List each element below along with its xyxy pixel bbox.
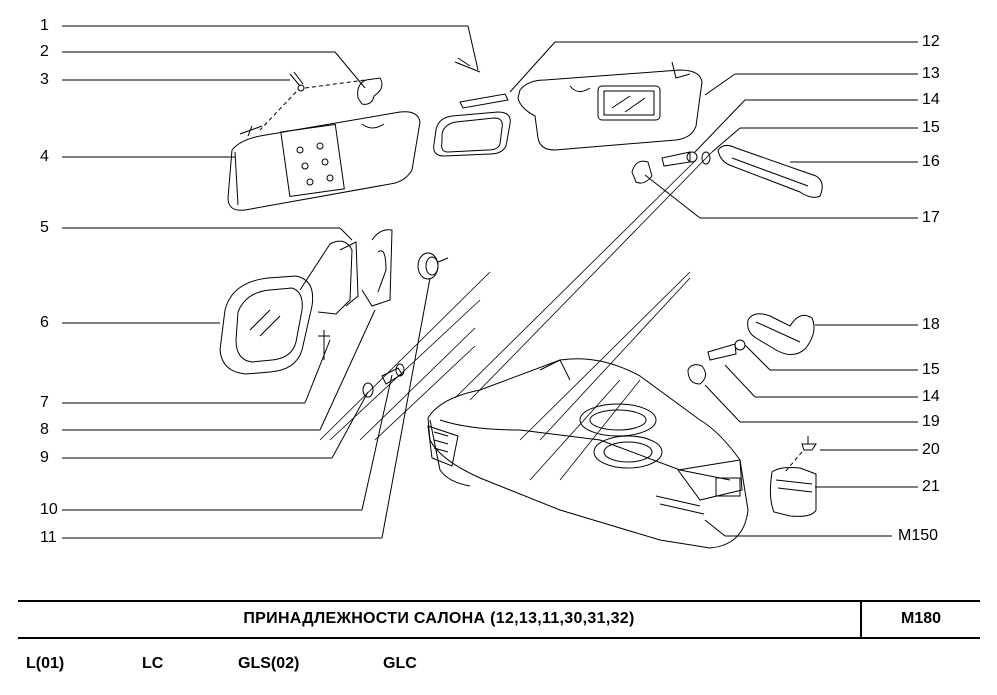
callout-4: 4	[40, 148, 49, 165]
variant-lc: LC	[142, 655, 164, 672]
sun-visor-left	[227, 111, 421, 211]
callout-21: 21	[922, 478, 940, 495]
callout-18: 18	[922, 316, 940, 333]
callout-19: 19	[922, 413, 940, 430]
floor-console	[427, 358, 749, 549]
callout-2: 2	[40, 43, 49, 60]
callout-15-lower: 15	[922, 361, 940, 378]
console-leaders	[319, 151, 713, 481]
variant-gls02: GLS(02)	[238, 655, 300, 672]
callout-1: 1	[40, 17, 49, 34]
interior-lamp	[769, 436, 817, 517]
screw-and-bracket	[259, 71, 383, 131]
handle-lower-assembly	[687, 313, 815, 385]
callout-12: 12	[922, 33, 940, 50]
callout-14: 14	[922, 91, 940, 108]
mirror-fasteners	[362, 252, 449, 398]
callout-3: 3	[40, 71, 49, 88]
callout-m150: M150	[898, 527, 939, 544]
callout-10: 10	[40, 501, 58, 518]
sun-visor-right	[517, 61, 703, 151]
parts-diagram	[62, 25, 918, 549]
rear-view-mirror	[433, 57, 511, 157]
exterior-mirror	[219, 229, 393, 375]
callout-8: 8	[40, 421, 49, 438]
callout-11: 11	[40, 529, 57, 546]
section-code: M180	[900, 610, 942, 627]
handle-upper-assembly	[631, 144, 823, 198]
leader-lines-left	[62, 25, 479, 539]
callout-9: 9	[40, 449, 49, 466]
callout-7: 7	[40, 394, 49, 411]
variant-l01: L(01)	[26, 655, 65, 672]
page-title: ПРИНАДЛЕЖНОСТИ САЛОНА (12,13,11,30,31,32…	[243, 610, 635, 627]
callout-16: 16	[922, 153, 940, 170]
callout-14-lower: 14	[922, 388, 940, 405]
title-divider	[860, 602, 862, 637]
callout-15: 15	[922, 119, 940, 136]
callout-20: 20	[922, 441, 940, 458]
title-bar: ПРИНАДЛЕЖНОСТИ САЛОНА (12,13,11,30,31,32…	[18, 600, 980, 639]
callout-5: 5	[40, 219, 49, 236]
callout-17: 17	[922, 209, 940, 226]
callout-6: 6	[40, 314, 49, 331]
variant-glc: GLC	[383, 655, 417, 672]
callout-13: 13	[922, 65, 940, 82]
leader-lines-right	[509, 41, 918, 537]
